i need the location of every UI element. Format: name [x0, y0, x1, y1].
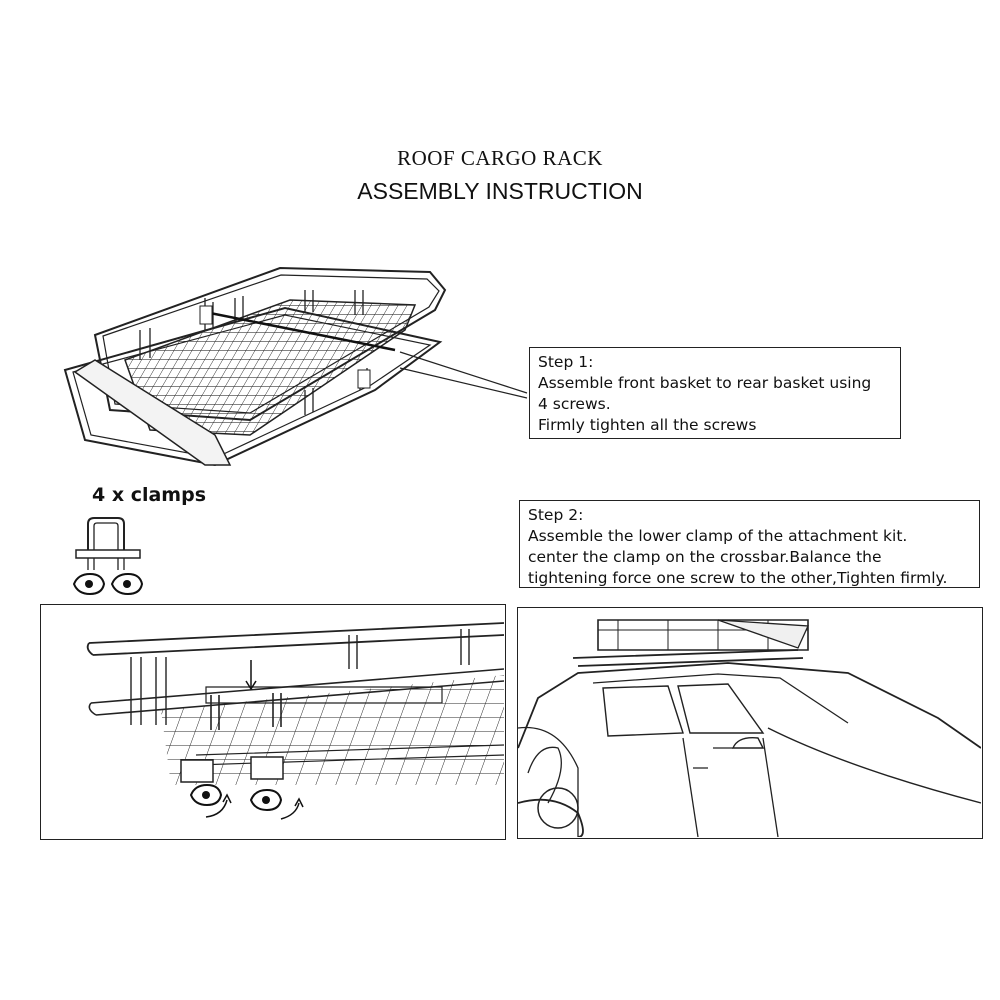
- step-2-line-3: tightening force one screw to the other,…: [528, 569, 948, 587]
- step-1-line-3: Firmly tighten all the screws: [538, 416, 757, 434]
- car-with-rack-drawing: [518, 608, 981, 837]
- step-1-line-2: 4 screws.: [538, 395, 611, 413]
- step-1-box: Step 1: Assemble front basket to rear ba…: [529, 347, 901, 439]
- step-1-line-1: Assemble front basket to rear basket usi…: [538, 374, 872, 392]
- clamps-label: 4 x clamps: [92, 484, 207, 506]
- clamp-detail-figure: [40, 604, 506, 840]
- step-1-heading: Step 1:: [538, 353, 594, 371]
- document-subtitle: ASSEMBLY INSTRUCTION: [357, 178, 643, 204]
- clamp-icon: [68, 512, 158, 604]
- step-2-line-1: Assemble the lower clamp of the attachme…: [528, 527, 908, 545]
- step-2-line-2: center the clamp on the crossbar.Balance…: [528, 548, 882, 566]
- clamp-detail-drawing: [41, 605, 504, 838]
- car-with-rack-figure: [517, 607, 983, 839]
- step-2-heading: Step 2:: [528, 506, 584, 524]
- cargo-basket-illustration: [55, 260, 535, 475]
- step-2-box: Step 2: Assemble the lower clamp of the …: [519, 500, 980, 588]
- document-title: ROOF CARGO RACK: [397, 146, 603, 170]
